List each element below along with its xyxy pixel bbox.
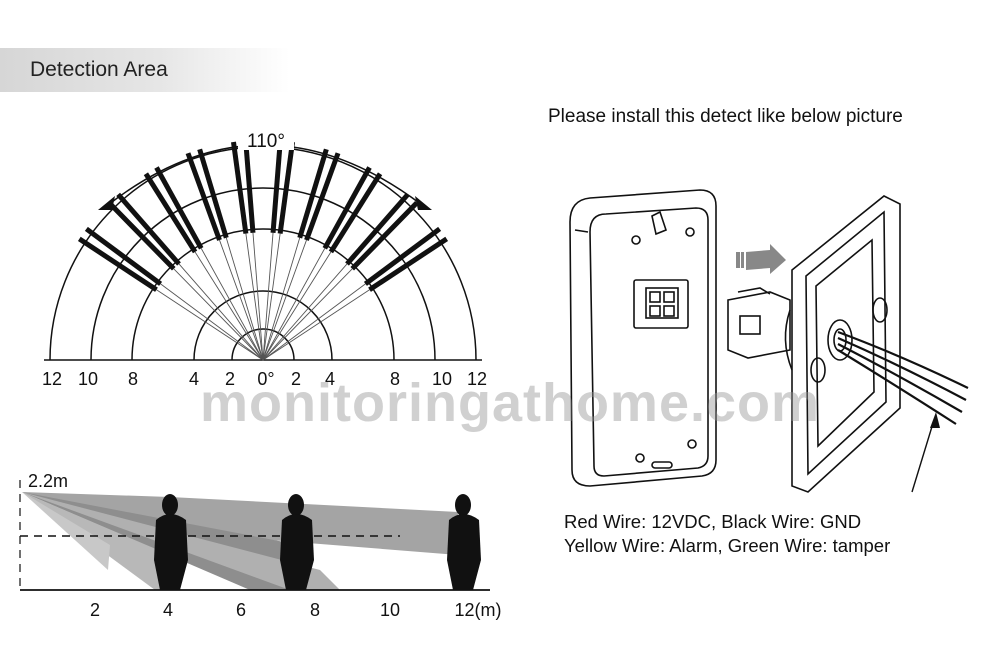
beam-outer-segment	[84, 226, 163, 286]
beam-outer-segment	[270, 140, 283, 233]
beam-outer-segment	[116, 192, 181, 266]
beam-inner-segment	[252, 232, 264, 361]
range-arc-2m	[231, 328, 295, 361]
mount-height-label: 2.2m	[28, 471, 68, 491]
beam-outer-segment	[368, 236, 449, 292]
install-direction-arrow	[736, 244, 786, 274]
side-axis-tick-label: 8	[310, 600, 320, 620]
side-axis-tick-label: 2	[90, 600, 100, 620]
top-axis-tick-label: 2	[225, 369, 235, 389]
beam-inner-segment	[262, 268, 353, 361]
top-axis-tick-label: 2	[291, 369, 301, 389]
beam-outer-segment	[363, 226, 442, 286]
beam-inner-segment	[262, 263, 348, 361]
beam-inner-segment	[156, 289, 264, 361]
top-axis-tick-label: 12	[42, 369, 62, 389]
top-axis-tick-label: 12	[467, 369, 487, 389]
person-at-4m	[154, 494, 188, 590]
beam-outer-segment	[185, 152, 222, 241]
beam-inner-segment	[200, 248, 264, 361]
beam-outer-segment	[107, 201, 176, 271]
watermark-text: monitoringathome.com	[200, 373, 821, 433]
side-axis-tick-label: 6	[236, 600, 246, 620]
range-arc-4m	[193, 290, 333, 361]
beam-inner-segment	[262, 239, 307, 361]
beam-outer-segment	[328, 172, 383, 254]
section-title: Detection Area	[30, 58, 168, 81]
beam-inner-segment	[262, 248, 326, 361]
beam-outer-segment	[350, 201, 419, 271]
mounting-frame-inner	[805, 210, 887, 476]
beam-outer-segment	[243, 140, 256, 233]
beam-inner-segment	[262, 237, 301, 361]
top-axis-tick-label: 10	[78, 369, 98, 389]
side-view-axis-labels: 2 4 6 8 10 12(m)	[90, 600, 502, 620]
angle-label: 110°	[247, 131, 285, 152]
person-at-12m	[447, 494, 481, 590]
beam-inner-segment	[262, 232, 274, 361]
top-axis-tick-label: 0°	[257, 369, 274, 389]
top-axis-tick-label: 8	[128, 369, 138, 389]
wiring-line-2: Yellow Wire: Alarm, Green Wire: tamper	[564, 535, 891, 556]
top-axis-tick-label: 4	[189, 369, 199, 389]
beam-outer-segment	[154, 166, 204, 250]
wire-pointer-line	[911, 419, 935, 493]
side-beam-close	[22, 492, 110, 570]
side-axis-tick-label: 10	[380, 600, 400, 620]
range-arc-8m	[131, 228, 395, 361]
beam-inner-segment	[225, 237, 264, 361]
beam-outer-segment	[322, 166, 372, 250]
detection-beams	[77, 140, 449, 361]
side-axis-tick-label: 4	[163, 600, 173, 620]
beam-inner-segment	[262, 233, 281, 361]
side-beam-far	[22, 492, 458, 555]
beam-outer-segment	[345, 192, 410, 266]
top-axis-tick-label: 8	[390, 369, 400, 389]
beam-outer-segment	[304, 152, 341, 241]
detector-body-outline	[569, 189, 717, 487]
wire-pointer-head	[930, 412, 940, 428]
beam-inner-segment	[194, 251, 264, 361]
top-view-axis-labels: 12 10 8 4 2 0° 2 4 8 10 12	[42, 369, 487, 389]
beam-outer-segment	[197, 148, 229, 239]
beam-inner-segment	[173, 268, 264, 361]
person-at-8m	[280, 494, 314, 590]
wiring-line-1: Red Wire: 12VDC, Black Wire: GND	[564, 511, 862, 532]
beam-outer-segment	[231, 141, 249, 234]
angle-arrow-head-right	[415, 196, 432, 210]
beam-inner-segment	[178, 263, 264, 361]
angle-arrow-head-left	[98, 196, 115, 210]
beam-outer-segment	[277, 141, 295, 234]
beam-inner-segment	[262, 251, 332, 361]
beam-inner-segment	[262, 283, 366, 361]
person-figures	[154, 494, 481, 590]
beam-inner-segment	[219, 239, 264, 361]
top-axis-tick-label: 10	[432, 369, 452, 389]
beam-outer-segment	[143, 172, 198, 254]
wire-bundle	[837, 330, 969, 425]
range-arc-10m	[90, 187, 436, 361]
top-axis-tick-label: 4	[325, 369, 335, 389]
wire-plug	[727, 291, 791, 359]
side-axis-tick-label: 12(m)	[454, 600, 501, 620]
beam-outer-segment	[77, 236, 158, 292]
install-instruction: Please install this detect like below pi…	[548, 106, 903, 127]
beam-inner-segment	[245, 233, 264, 361]
detector-body-inner	[589, 207, 709, 477]
beam-inner-segment	[160, 283, 264, 361]
beam-outer-segment	[297, 148, 329, 239]
beam-inner-segment	[262, 289, 370, 361]
section-header-band	[0, 48, 290, 92]
